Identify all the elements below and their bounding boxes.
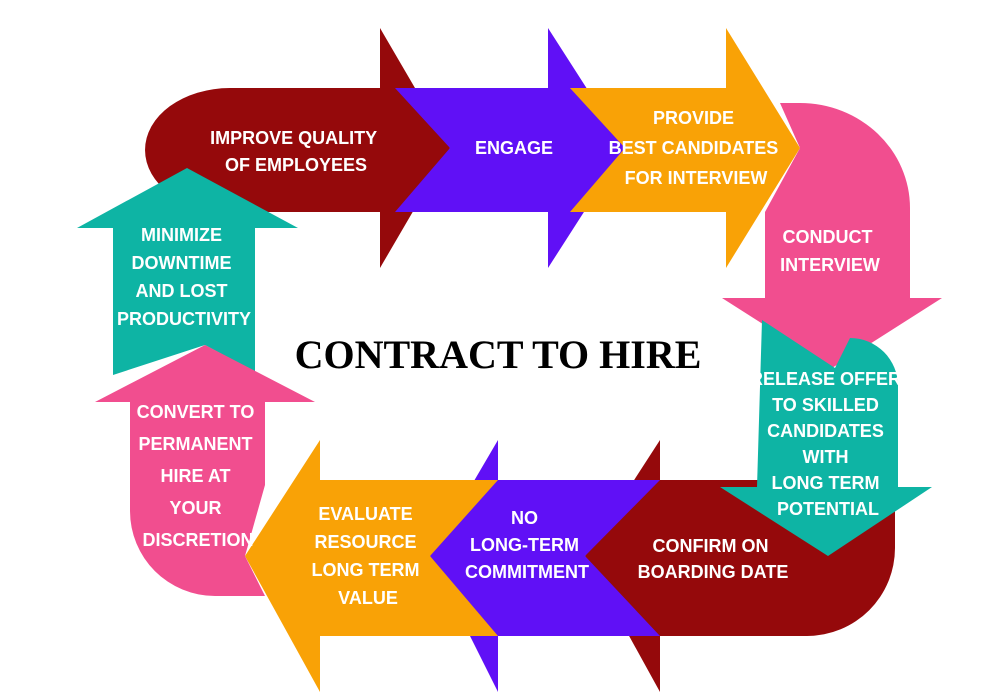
label-no-commitment: NO LONG-TERM COMMITMENT	[465, 508, 589, 582]
arrow-shape-engage	[395, 28, 625, 268]
arrow-shape-release-offer	[720, 320, 932, 556]
label-engage: ENGAGE	[475, 138, 553, 158]
arrow-shape-convert-permanent	[95, 345, 315, 596]
label-provide-candidates: PROVIDE BEST CANDIDATES FOR INTERVIEW	[609, 108, 784, 188]
step-engage: ENGAGE	[395, 28, 625, 268]
step-evaluate-resource: EVALUATE RESOURCE LONG TERM VALUE	[245, 440, 498, 692]
label-convert-permanent: CONVERT TO PERMANENT HIRE AT YOUR DISCRE…	[137, 402, 260, 550]
diagram-title: CONTRACT TO HIRE	[295, 332, 702, 377]
label-evaluate-resource: EVALUATE RESOURCE LONG TERM VALUE	[311, 504, 424, 608]
label-release-offer: RELEASE OFFER TO SKILLED CANDIDATES WITH…	[750, 369, 906, 519]
arrow-shape-conduct-interview	[722, 103, 942, 368]
label-conduct-interview: CONDUCT INTERVIEW	[780, 227, 880, 275]
step-provide-candidates: PROVIDE BEST CANDIDATES FOR INTERVIEW	[570, 28, 800, 268]
step-minimize-downtime: MINIMIZE DOWNTIME AND LOST PRODUCTIVITY	[77, 168, 298, 375]
label-improve-quality: IMPROVE QUALITY OF EMPLOYEES	[210, 128, 382, 175]
arrow-shape-evaluate-resource	[245, 440, 498, 692]
step-release-offer: RELEASE OFFER TO SKILLED CANDIDATES WITH…	[720, 320, 932, 556]
label-confirm-onboarding: CONFIRM ON BOARDING DATE	[638, 536, 789, 582]
arrow-shape-minimize-downtime	[77, 168, 298, 375]
arrow-shape-provide-candidates	[570, 28, 800, 268]
step-convert-permanent: CONVERT TO PERMANENT HIRE AT YOUR DISCRE…	[95, 345, 315, 596]
step-conduct-interview: CONDUCT INTERVIEW	[722, 103, 942, 368]
label-minimize-downtime: MINIMIZE DOWNTIME AND LOST PRODUCTIVITY	[117, 225, 251, 329]
